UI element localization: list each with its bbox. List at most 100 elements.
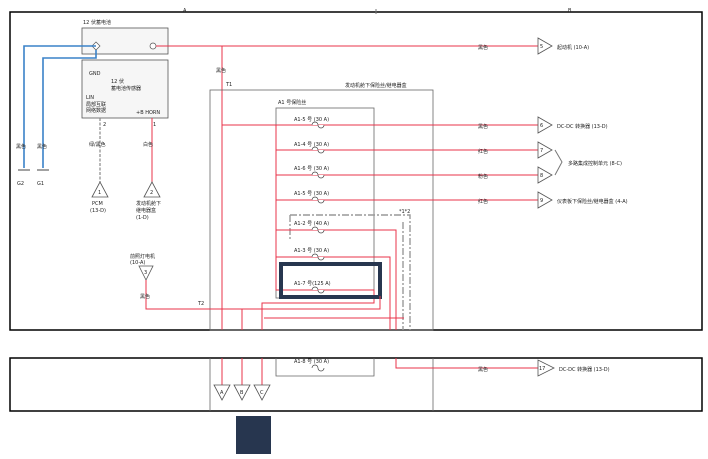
battery-pos-terminal-icon <box>149 42 157 50</box>
connector-2-icon <box>143 181 161 198</box>
wire-label-red-c7: 红色 <box>478 148 488 155</box>
connector-bottom-c: C <box>260 390 264 396</box>
wire-label-black-starter: 黑色 <box>478 44 488 51</box>
fuse-1-icon <box>311 121 325 129</box>
fusebox-panel <box>209 89 434 331</box>
connector-9-num: 9 <box>540 198 543 204</box>
connector-7-num: 7 <box>540 148 543 154</box>
fuse-2-label: A1-4 号 (30 A) <box>294 142 329 148</box>
battery-box <box>81 27 169 55</box>
t1-label: T1 <box>225 82 232 88</box>
grid-col-b: B <box>568 8 572 14</box>
fuse-block-a1 <box>275 107 375 299</box>
fuse-block-title: A1 号保险丝 <box>278 99 306 106</box>
battery-lin-label: LIN <box>86 95 94 101</box>
connector-6-label: DC-DC 转换器 (13-D) <box>557 123 608 130</box>
fuse-5-icon <box>311 226 325 234</box>
connector-78-label: 多路集成控制单元 (8-C) <box>568 160 622 167</box>
ground-wire-g2 <box>23 45 96 168</box>
connector-9-icon <box>537 191 553 209</box>
fuse-1-label: A1-5 号 (30 A) <box>294 117 329 123</box>
wire-label-black-t1: 黑色 <box>216 67 226 74</box>
connector-2-label2: 继电器盒 <box>136 207 156 214</box>
wire-label-red-c9: 红色 <box>478 198 488 205</box>
fuse-8-box <box>275 358 375 377</box>
battery-pin-2: 2 <box>103 122 106 128</box>
connector-17-icon <box>537 359 555 377</box>
fuse-3-icon <box>311 171 325 179</box>
fuse-7-highlight-box <box>279 262 382 299</box>
optional-box-dashed <box>290 214 411 330</box>
connector-bottom-c-icon <box>253 384 271 401</box>
connector-3-label1: 前照灯电机 <box>130 253 155 260</box>
fuse-6-icon <box>311 253 325 261</box>
fuse-7-label: A1-7 号(125 A) <box>294 281 331 287</box>
diagram-frame-bottom <box>9 357 703 412</box>
wire-label-green-white: 绿/黑色 <box>89 141 106 148</box>
connector-5-num: 5 <box>540 44 543 50</box>
battery-b-horn-label: +B HORN <box>136 110 160 116</box>
note-star: *1*2 <box>399 209 410 215</box>
fuse-7-icon <box>311 286 325 294</box>
connector-bottom-a-icon <box>213 384 231 401</box>
battery-lin-sub2: 网络数据 <box>86 107 106 114</box>
connector-6-icon <box>537 116 553 134</box>
fuse-2-icon <box>311 146 325 154</box>
connector-bottom-b: B <box>240 390 244 396</box>
wire-label-pink-c8: 粉色 <box>478 173 488 180</box>
navy-marker-block <box>236 416 271 454</box>
ground-wire-g1 <box>42 50 97 168</box>
wire-label-black-g1: 黑色 <box>37 143 47 150</box>
fuse-8-icon <box>311 364 325 372</box>
connector-6-num: 6 <box>540 123 543 129</box>
fuse-8-label: A1-8 号 (30 A) <box>294 359 329 365</box>
battery-pin-1: 1 <box>153 122 156 128</box>
battery-sensor-l2: 蓄电池传感器 <box>111 85 141 92</box>
connector-3-label2: (10-A) <box>130 260 145 266</box>
bracket-7-8 <box>554 149 563 176</box>
wire-label-black-g2: 黑色 <box>16 143 26 150</box>
fuse-6-label: A1-3 号 (30 A) <box>294 248 329 254</box>
connector-7-icon <box>537 141 553 159</box>
wire-label-white-horn: 白色 <box>143 141 153 148</box>
connector-2-label1: 发动机舱下 <box>136 200 161 207</box>
grid-col-a: A <box>183 8 187 14</box>
wire-label-black-c6: 黑色 <box>478 123 488 130</box>
connector-17-label: DC-DC 转换器 (13-D) <box>559 366 610 373</box>
battery-lin-sub1: 局部互联 <box>86 101 106 108</box>
connector-8-num: 8 <box>540 173 543 179</box>
connector-bottom-b-icon <box>233 384 251 401</box>
connector-3-num: 3 <box>144 270 147 276</box>
connector-1-label2: (13-D) <box>90 208 106 214</box>
wire-label-black-c17: 黑色 <box>478 366 488 373</box>
fusebox-title: 发动机舱下保险丝/继电器盒 <box>345 82 407 89</box>
connector-1-num: 1 <box>98 190 101 196</box>
fuse-5-label: A1-2 号 (40 A) <box>294 221 329 227</box>
fuse-3-label: A1-6 号 (30 A) <box>294 166 329 172</box>
ground-label-g1: G1 <box>37 181 44 187</box>
connector-9-label: 仪表板下保险丝/继电器盒 (4-A) <box>557 198 628 205</box>
battery-title: 12 伏蓄电池 <box>83 19 111 26</box>
fuse-4-label: A1-5 号 (30 A) <box>294 191 329 197</box>
connector-2-label3: (1-D) <box>136 215 149 221</box>
fuse-6-wire <box>276 256 391 330</box>
connector-5-label: 起动机 (10-A) <box>557 44 589 51</box>
connector-1-label1: PCM <box>92 201 103 207</box>
connector-8-icon <box>537 166 553 184</box>
wire-label-black-c3: 黑色 <box>140 293 150 300</box>
battery-sensor-box <box>81 59 169 119</box>
t2-wire <box>145 296 381 310</box>
connector-bottom-a: A <box>220 390 224 396</box>
connector-17-num: 17 <box>539 366 545 372</box>
connector-1-icon <box>91 181 109 198</box>
connector-2-num: 2 <box>150 190 153 196</box>
fuse-4-icon <box>311 196 325 204</box>
battery-gnd-label: GND <box>89 71 101 77</box>
battery-sensor-l1: 12 伏 <box>111 78 124 85</box>
ground-label-g2: G2 <box>17 181 24 187</box>
connector-5-icon <box>537 37 553 55</box>
t2-label: T2 <box>197 301 204 307</box>
fuse-8-wire <box>395 358 538 369</box>
connector-3-icon <box>138 265 154 281</box>
